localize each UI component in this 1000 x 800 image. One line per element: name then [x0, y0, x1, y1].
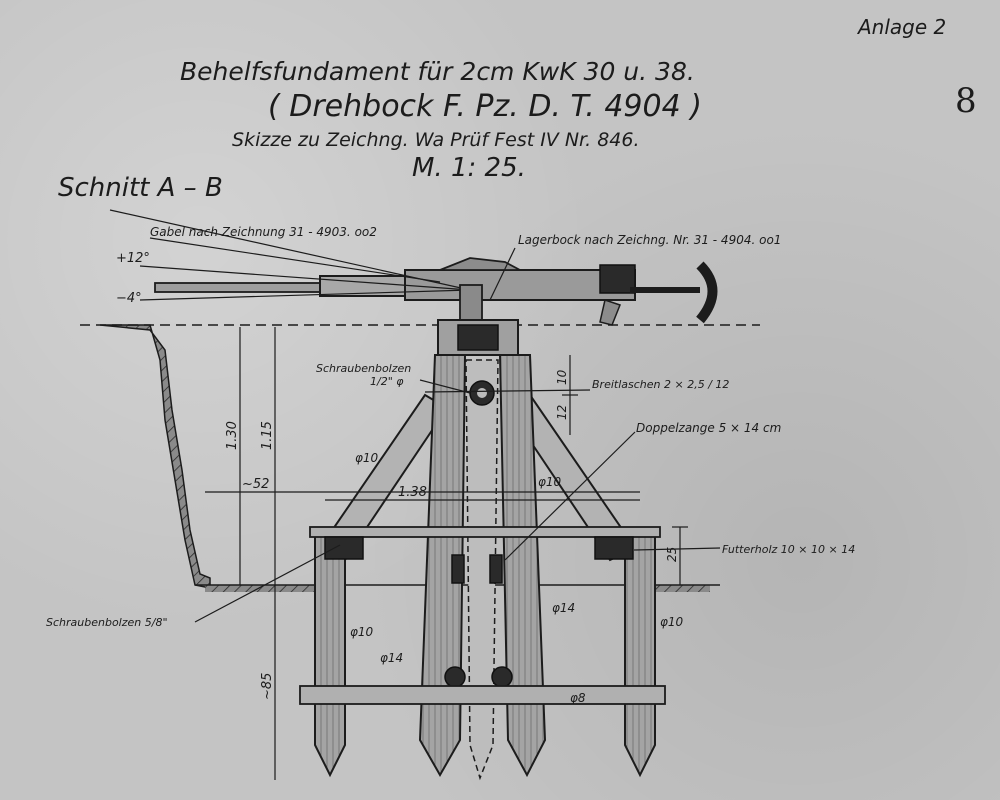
dim-138: 1.38 [398, 485, 427, 500]
label-lagerbock: Lagerbock nach Zeichng. Nr. 31 - 4904. o… [518, 233, 781, 247]
annex-label: Anlage 2 [856, 15, 946, 39]
dim-phi10-brace-left: φ10 [355, 451, 379, 465]
dim-phi8: φ8 [570, 691, 586, 705]
dim-25: 25 [665, 547, 679, 562]
label-futterholz: Futterholz 10 × 10 × 14 [722, 543, 855, 556]
label-angle-down: −4° [116, 291, 142, 306]
dim-10: 10 [555, 369, 569, 385]
dimension-lines [205, 327, 688, 780]
label-schraubenbolzen-top: Schraubenbolzen [316, 362, 411, 375]
lagerbock-head [437, 284, 519, 356]
outer-piles [314, 529, 656, 778]
label-schraubenbolzen-bottom: Schraubenbolzen 5/8" [46, 616, 168, 629]
dim-phi14-left: φ14 [380, 651, 403, 665]
drawing-title: Behelfsfundament für 2cm KwK 30 u. 38. [180, 57, 695, 86]
dim-phi10-brace-right: φ10 [538, 475, 562, 489]
dim-phi10-left: φ10 [350, 625, 374, 639]
dim-12: 12 [555, 405, 569, 420]
label-angle-up: +12° [116, 251, 150, 266]
dim-phi10-right: φ10 [660, 615, 684, 629]
label-doppelzange: Doppelzange 5 × 14 cm [636, 421, 781, 435]
dim-130: 1.30 [225, 421, 240, 450]
cross-beams [299, 526, 666, 705]
dim-phi14-right: φ14 [552, 601, 575, 615]
ground-excavation [80, 324, 760, 592]
gun-kwk [109, 209, 718, 326]
page-number: 8 [955, 81, 977, 121]
label-schraubenbolzen-top-size: 1/2" φ [370, 375, 404, 388]
section-label: Schnitt A – B [58, 173, 223, 203]
leader-lines [149, 237, 721, 623]
drawing-reference: Skizze zu Zeichng. Wa Prüf Fest IV Nr. 8… [232, 129, 640, 151]
center-posts [418, 354, 547, 781]
dim-52: ~52 [242, 477, 269, 492]
drawing-scale: M. 1: 25. [412, 153, 526, 183]
drawing-subtitle: ( Drehbock F. Pz. D. T. 4904 ) [268, 89, 702, 124]
label-gabel: Gabel nach Zeichnung 31 - 4903. oo2 [150, 225, 377, 239]
label-breitlaschen: Breitlaschen 2 × 2,5 / 12 [592, 378, 729, 391]
dim-85: ~85 [260, 673, 275, 700]
dim-115: 1.15 [260, 421, 275, 450]
